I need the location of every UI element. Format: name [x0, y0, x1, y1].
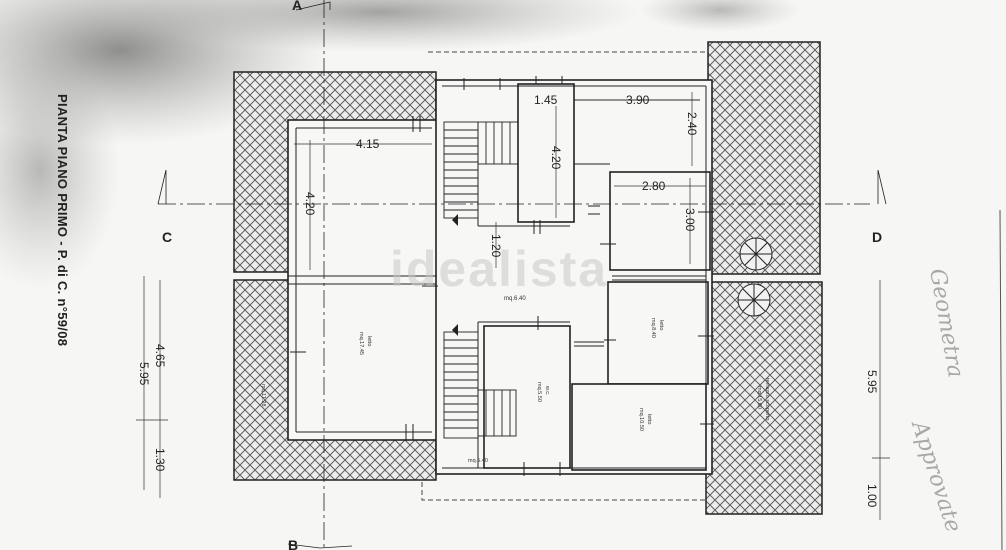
section-label-d: D — [872, 229, 882, 245]
interior-walls — [287, 79, 713, 475]
dim-left-465: 4.65 — [153, 344, 167, 368]
bed-right-name: letto — [646, 414, 652, 424]
dim-390: 3.90 — [626, 93, 650, 107]
dim-300: 3.00 — [683, 208, 697, 232]
page-edge — [999, 209, 1003, 550]
bed-large-name: letto — [366, 336, 372, 346]
wc-name: w.c. — [544, 385, 550, 396]
dim-right-595: 5.95 — [865, 370, 879, 394]
plan-title: PIANTA PIANO PRIMO - P. di C. n°59/08 — [55, 94, 70, 346]
section-label-b: B — [288, 537, 298, 550]
bed-large-area: mq.17.45 — [358, 332, 364, 355]
dimension-lines — [136, 92, 890, 520]
stair-area: mq.5.40 — [468, 458, 488, 464]
bed-small-area: mq.8.40 — [650, 318, 656, 338]
corridor-area: mq.6.40 — [504, 296, 526, 302]
dim-left-130: 1.30 — [153, 448, 167, 472]
room-labels: mq.6.40 letto mq.17.45 mq.11.28 letto mq… — [260, 296, 770, 464]
scan-smudge — [0, 0, 800, 290]
dim-280: 2.80 — [642, 179, 666, 193]
door-marks — [290, 76, 714, 476]
terrace-area: mq.15.60 — [756, 386, 762, 409]
section-lines — [157, 0, 887, 550]
dim-240: 2.40 — [685, 112, 699, 136]
terrace-name: terrazzo scoperto — [764, 378, 770, 421]
section-label-a: A — [292, 0, 302, 13]
handwriting-2: Approvate — [906, 416, 966, 535]
dim-420-left: 4.20 — [303, 192, 317, 216]
staircase-top — [443, 121, 519, 219]
wc-area: mq.5.50 — [536, 382, 542, 402]
dimension-labels: 1.45 3.90 4.15 2.80 2.40 4.20 4.20 3.00 … — [137, 93, 879, 508]
dim-right-100: 1.00 — [865, 484, 879, 508]
watermark: idealista — [390, 241, 608, 297]
staircase-bottom — [443, 331, 517, 439]
bed-right-area: mq.10.50 — [638, 408, 644, 431]
handwriting-1: Geometra — [924, 267, 968, 380]
balcony-left-area: mq.11.28 — [260, 384, 266, 407]
stair-arrow-icon — [452, 214, 458, 336]
dim-120: 1.20 — [489, 234, 503, 258]
section-label-c: C — [162, 229, 172, 245]
bed-small-name: letto — [658, 320, 664, 330]
dim-420-center: 4.20 — [549, 146, 563, 170]
dim-145: 1.45 — [534, 93, 558, 107]
dim-left-595: 5.95 — [137, 362, 151, 386]
dim-415: 4.15 — [356, 137, 380, 151]
spiral-stair-icon — [737, 237, 773, 317]
